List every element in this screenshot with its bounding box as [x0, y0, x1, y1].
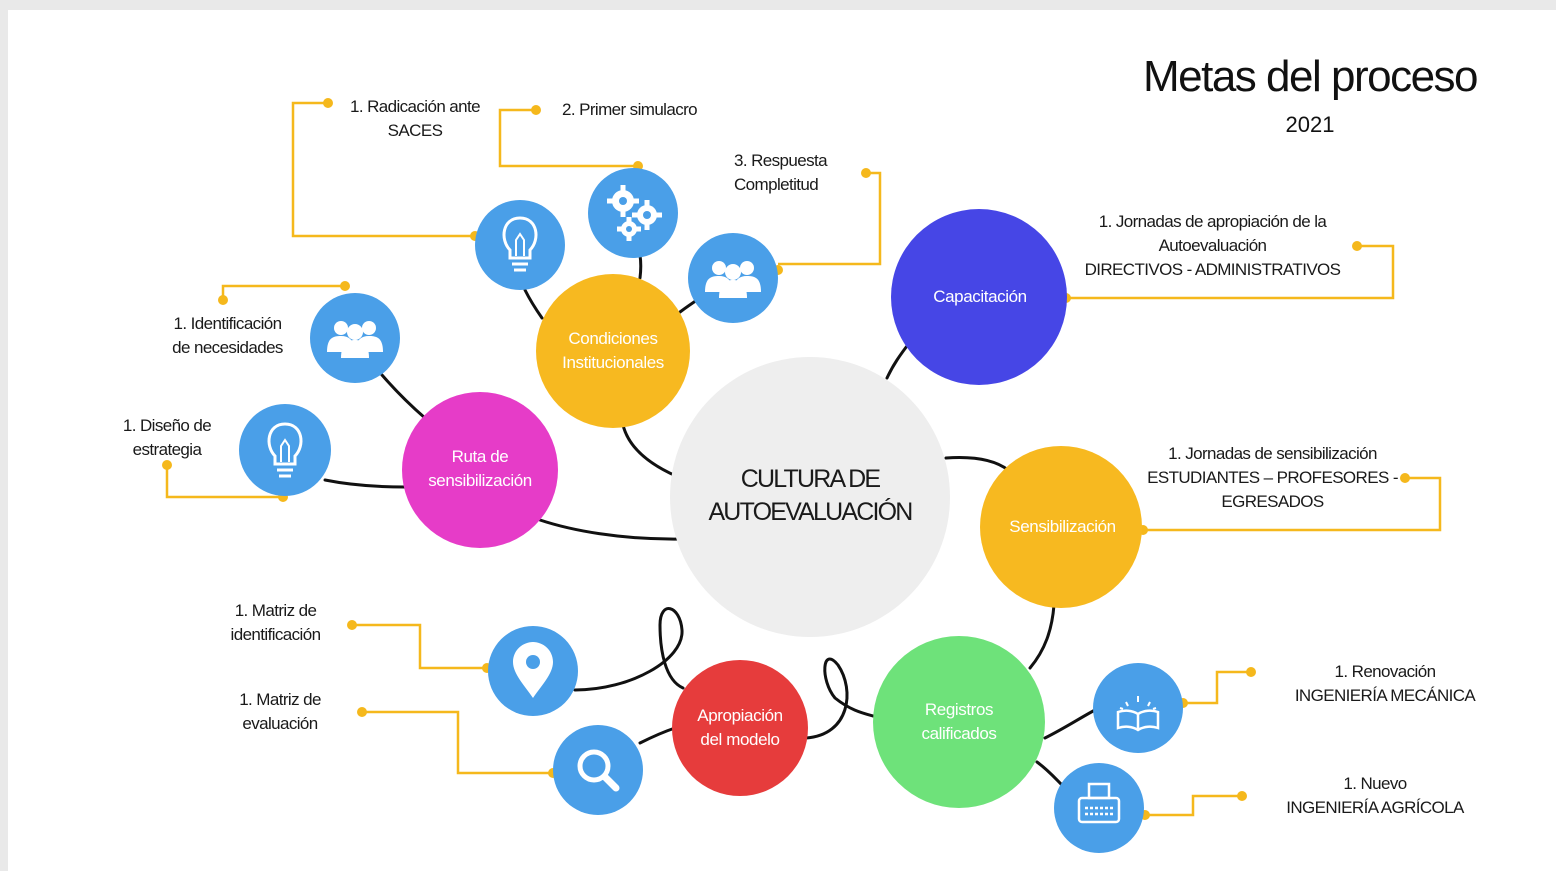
- page-title: Metas del proceso: [1142, 52, 1479, 101]
- gears-icon: [607, 185, 662, 241]
- label-respuesta: 3. Respuesta Completitud: [734, 151, 828, 194]
- branch-registros-typewriter: [1035, 760, 1064, 787]
- dot: [1246, 667, 1256, 677]
- icon-circle-radicacion: [475, 200, 565, 290]
- people-group-icon: [327, 321, 383, 358]
- dot: [1237, 791, 1247, 801]
- connector-diseno: [165, 465, 283, 499]
- icon-circle-diseno: [239, 404, 331, 496]
- node-ruta: [402, 392, 558, 548]
- branch-ruta-bulb: [323, 478, 407, 489]
- branch-sensibilizacion-registros: [1028, 603, 1056, 670]
- node-registros: [873, 636, 1045, 808]
- dot: [1400, 473, 1410, 483]
- magnifier-icon: [577, 749, 620, 792]
- icon-circle-nuevo: [1054, 763, 1144, 853]
- node-ruta-label: Ruta de sensibilización: [428, 447, 532, 490]
- node-apropiacion-label: Apropiación del modelo: [697, 706, 783, 749]
- node-sensibilizacion-label: Sensibilización: [1009, 517, 1116, 536]
- node-sensibilizacion: [980, 446, 1142, 608]
- dot: [162, 460, 172, 470]
- typewriter-icon: [1077, 782, 1121, 824]
- connector-matriz-evaluacion: [362, 710, 553, 775]
- connector-radicacion: [291, 101, 475, 238]
- open-book-icon: [1116, 696, 1160, 732]
- connector-respuesta: [778, 171, 882, 266]
- dot: [531, 105, 541, 115]
- label-jornadas-apropiacion: 1. Jornadas de apropiación de la Autoeva…: [1084, 212, 1341, 279]
- label-matriz-evaluacion: 1. Matriz de evaluación: [239, 690, 321, 733]
- connector-renovacion: [1183, 670, 1251, 705]
- label-identificacion: 1. Identificación de necesidades: [172, 314, 283, 357]
- dot: [1352, 241, 1362, 251]
- node-condiciones: [536, 274, 690, 428]
- dot: [357, 707, 367, 717]
- icon-circle-matriz-evaluacion: [553, 725, 643, 815]
- label-radicacion: 1. Radicación ante SACES: [349, 97, 481, 140]
- branch-center-capacitacion: [885, 340, 912, 380]
- label-diseno: 1. Diseño de estrategia: [122, 416, 212, 459]
- node-condiciones-label: Condiciones Institucionales: [562, 329, 664, 372]
- branch-lines: [323, 253, 1097, 787]
- branch-condiciones-gears: [638, 253, 643, 280]
- branch-apropiacion-registros-loop: [804, 657, 875, 740]
- dot: [323, 98, 333, 108]
- branch-apropiacion-magnifier: [638, 726, 677, 745]
- connector-simulacro: [498, 108, 638, 168]
- center-label: CULTURA DE AUTOEVALUACIÓN: [708, 465, 913, 526]
- branch-ruta-people: [380, 373, 427, 420]
- lightbulb-icon: [502, 216, 538, 272]
- branch-center-sensibilizacion: [944, 456, 1010, 472]
- map-pin-icon: [513, 642, 553, 698]
- connector-matriz-identificacion: [352, 623, 487, 670]
- label-matriz-identificacion: 1. Matriz de identificación: [230, 601, 321, 644]
- dot: [861, 168, 871, 178]
- center-bubble: [670, 357, 950, 637]
- dot: [218, 295, 228, 305]
- label-nuevo: 1. Nuevo INGENIERÍA AGRÍCOLA: [1286, 774, 1464, 817]
- branch-center-ruta: [538, 518, 685, 541]
- branch-center-condiciones: [620, 418, 678, 478]
- node-registros-label: Registros calificados: [921, 700, 997, 743]
- label-jornadas-sensibilizacion: 1. Jornadas de sensibilización ESTUDIANT…: [1147, 444, 1398, 511]
- branch-registros-book: [1043, 708, 1097, 740]
- connector-identificacion: [221, 284, 345, 300]
- connector-jornadas-apropiacion: [1066, 244, 1395, 300]
- branch-apropiacion-loop: [573, 607, 685, 692]
- lightbulb-icon: [267, 422, 303, 478]
- branch-condiciones-bulb: [523, 288, 544, 320]
- dot: [340, 281, 350, 291]
- connector-jornadas-sensibilizacion: [1143, 476, 1442, 532]
- label-simulacro: 2. Primer simulacro: [562, 100, 698, 119]
- label-renovacion: 1. Renovación INGENIERÍA MECÁNICA: [1294, 662, 1476, 705]
- dot: [347, 620, 357, 630]
- page-year: 2021: [1285, 112, 1335, 137]
- connector-nuevo: [1145, 794, 1242, 817]
- people-group-icon: [705, 261, 761, 298]
- node-capacitacion-label: Capacitación: [933, 287, 1027, 306]
- icon-circle-renovacion: [1093, 663, 1183, 753]
- node-capacitacion: [891, 209, 1067, 385]
- node-apropiacion: [672, 660, 808, 796]
